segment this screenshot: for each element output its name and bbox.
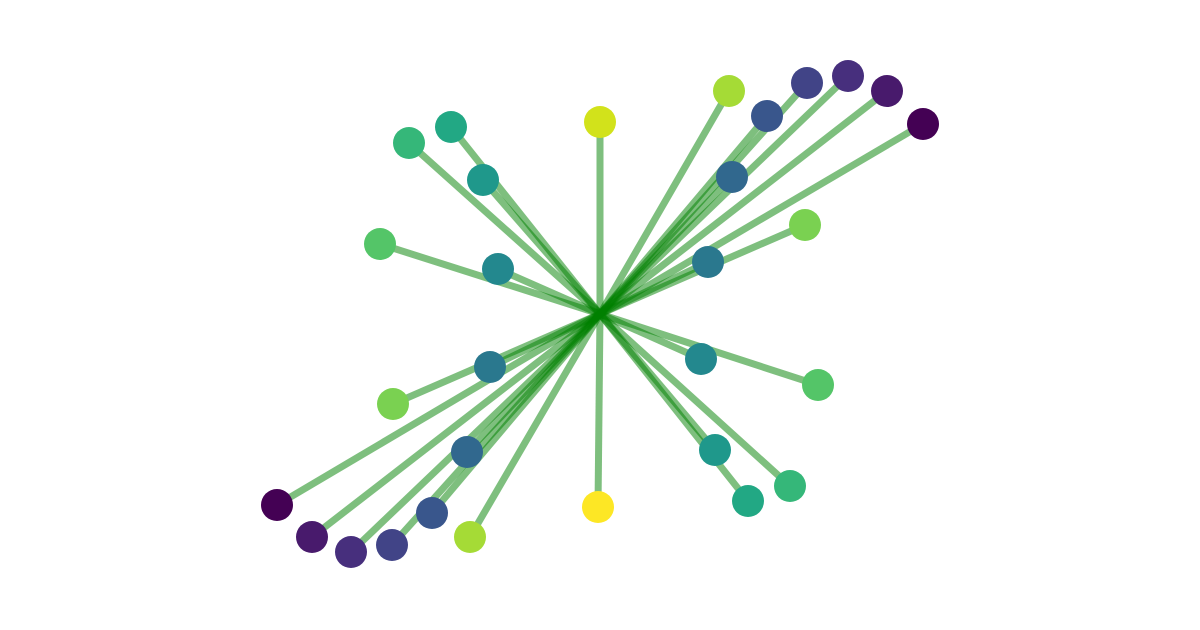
node-30 — [454, 521, 486, 553]
edge-hub-node-2 — [597, 88, 890, 317]
node-22 — [451, 436, 483, 468]
node-28 — [364, 228, 396, 260]
node-7 — [692, 246, 724, 278]
node-5 — [751, 100, 783, 132]
node-2 — [871, 75, 903, 107]
node-8 — [685, 343, 717, 375]
edge-hub-node-6 — [597, 174, 735, 317]
node-16 — [582, 491, 614, 523]
node-21 — [416, 497, 448, 529]
node-20 — [376, 529, 408, 561]
node-4 — [791, 67, 823, 99]
node-6 — [716, 161, 748, 193]
edge-hub-node-16 — [594, 313, 604, 508]
node-10 — [732, 485, 764, 517]
node-3 — [832, 60, 864, 92]
node-24 — [482, 253, 514, 285]
edge-hub-node-30 — [466, 312, 604, 539]
node-14 — [713, 75, 745, 107]
node-19 — [335, 536, 367, 568]
node-26 — [435, 111, 467, 143]
node-25 — [467, 164, 499, 196]
node-1 — [907, 108, 939, 140]
edge-hub-node-17 — [275, 310, 602, 509]
edge-hub-node-26 — [448, 124, 603, 317]
node-18 — [296, 521, 328, 553]
node-12 — [802, 369, 834, 401]
node-23 — [474, 351, 506, 383]
node-17 — [261, 489, 293, 521]
node-layer — [261, 60, 939, 568]
edge-hub-node-10 — [597, 311, 751, 504]
node-13 — [789, 209, 821, 241]
node-15 — [584, 106, 616, 138]
edge-hub-node-11 — [597, 311, 793, 489]
edge-hub-node-1 — [598, 120, 925, 318]
node-27 — [393, 127, 425, 159]
edge-hub-node-18 — [309, 311, 603, 540]
node-11 — [774, 470, 806, 502]
node-9 — [699, 434, 731, 466]
edge-layer — [275, 73, 925, 555]
edge-hub-node-22 — [464, 311, 603, 455]
edge-hub-node-27 — [406, 140, 603, 317]
edge-hub-node-14 — [596, 89, 733, 316]
node-29 — [377, 388, 409, 420]
